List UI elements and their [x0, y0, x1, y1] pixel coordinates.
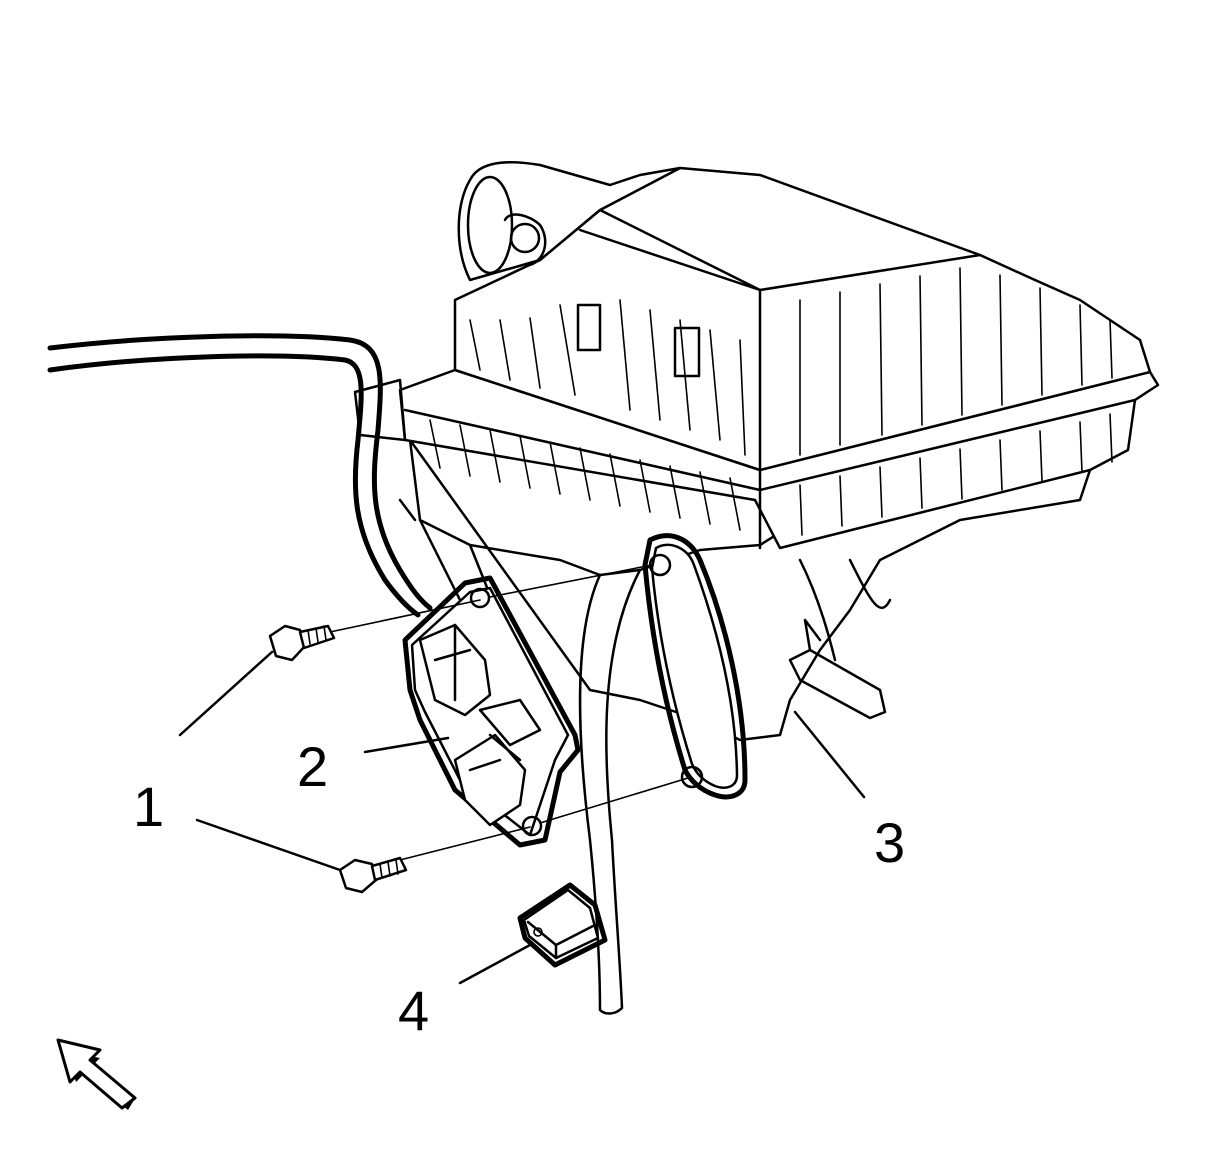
- sensor-module: [402, 575, 581, 848]
- alignment-lines: [329, 564, 689, 861]
- bolt-lower: [338, 856, 408, 894]
- bolt-upper: [268, 624, 336, 662]
- wiring-harness: [47, 333, 433, 618]
- callout-4: 4: [398, 979, 429, 1042]
- callout-leaders: [178, 650, 866, 985]
- callout-3: 3: [874, 811, 905, 874]
- forward-direction-arrow-icon: [56, 1038, 137, 1110]
- air-cleaner-housing: [353, 161, 1160, 1015]
- callout-2: 2: [297, 735, 328, 798]
- retainer-clip: [517, 882, 608, 968]
- callout-1: 1: [133, 775, 164, 838]
